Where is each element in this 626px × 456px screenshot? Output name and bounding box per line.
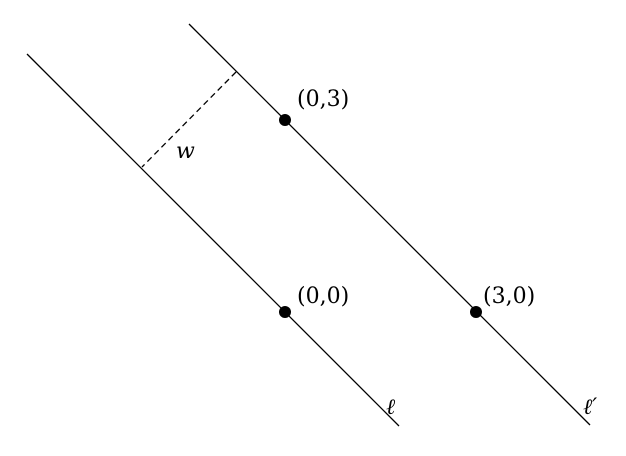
label-line-l: ℓ — [386, 395, 396, 420]
label-line-l-prime: ℓ′ — [583, 395, 597, 420]
point-0-0 — [279, 306, 291, 318]
width-dashed-segment — [141, 71, 237, 168]
label-point-0-3: (0,3) — [297, 87, 349, 112]
point-3-0 — [470, 306, 482, 318]
label-width: w — [176, 139, 195, 164]
label-point-3-0: (3,0) — [483, 284, 535, 309]
label-point-0-0: (0,0) — [297, 284, 349, 309]
line-l-prime — [188, 23, 591, 426]
point-0-3 — [279, 114, 291, 126]
line-l — [26, 53, 400, 427]
